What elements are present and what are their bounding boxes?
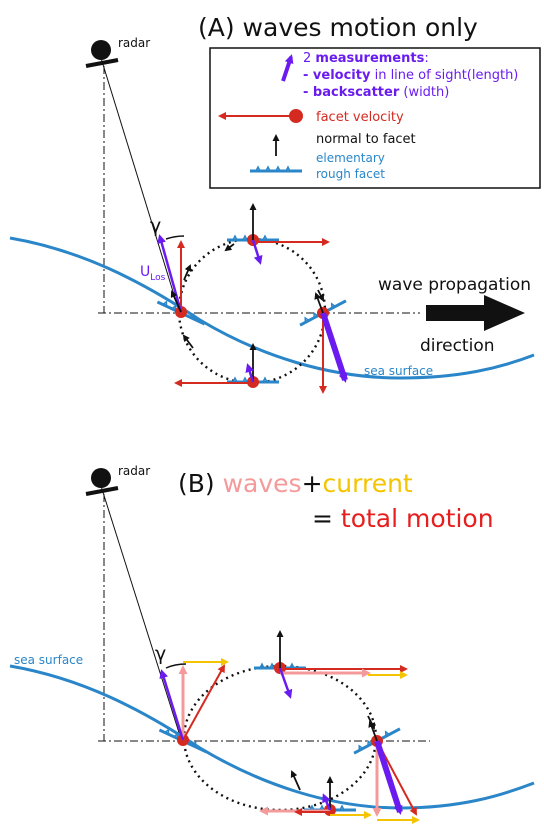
legend-normal-label: normal to facet — [316, 132, 416, 147]
sea-surface-label-b: sea surface — [14, 653, 83, 667]
facet-b-left — [157, 658, 229, 754]
line-of-sight-b — [100, 485, 182, 740]
wave-propagation-label: wave propagation — [378, 275, 531, 295]
line-of-sight — [100, 57, 180, 312]
gamma-arc-b — [165, 663, 187, 669]
panel-b-title: (B) waves+current — [178, 469, 413, 498]
legend-measurement-arrow — [281, 54, 294, 82]
wave-direction-label: direction — [420, 336, 495, 356]
ulos-label: ULos — [140, 264, 166, 283]
orbit-arrow-bottom-left — [182, 334, 194, 349]
legend-backscatter-line: - backscatter (width) — [303, 85, 449, 100]
facet-top — [225, 203, 330, 265]
legend-velocity-line: - velocity in line of sight(length) — [303, 68, 518, 83]
radar-label-b: radar — [118, 464, 150, 478]
wave-propagation-arrow — [426, 295, 525, 331]
facet-b-top — [252, 630, 408, 699]
gamma-arc — [165, 235, 185, 240]
panel-b: (B) waves+current = total motion radar s… — [9, 464, 535, 824]
facet-bottom — [174, 343, 281, 388]
facet-left — [155, 234, 208, 326]
gamma-symbol: γ — [150, 215, 161, 237]
legend-box: 2 measurements: - velocity in line of si… — [209, 47, 541, 189]
facet-b-bottom — [259, 776, 372, 819]
panel-b-title-eq: = total motion — [312, 504, 494, 533]
panel-a-title: (A) waves motion only — [198, 13, 478, 42]
radar-icon — [85, 40, 119, 68]
facet-b-right — [350, 720, 420, 824]
orbit-arrow-top — [224, 243, 235, 252]
sea-surface-curve — [9, 236, 535, 380]
facet-right — [296, 292, 348, 394]
legend-measurements-line: 2 measurements: — [303, 51, 429, 66]
legend-facet-dot — [289, 109, 303, 123]
radar-icon-b — [85, 468, 119, 496]
sea-surface-curve-b — [9, 664, 535, 810]
legend-facet-line2: rough facet — [316, 167, 385, 181]
orbit-arrow-left — [183, 264, 192, 281]
panel-a: (A) waves motion only 2 measurements: - … — [9, 13, 541, 394]
radar-label: radar — [118, 36, 150, 50]
legend-facet-velocity-label: facet velocity — [316, 110, 404, 125]
orbit-arrow-b-bottom — [290, 770, 301, 791]
orbital-path — [177, 237, 327, 385]
legend-facet-line1: elementary — [316, 151, 385, 165]
sea-surface-label: sea surface — [364, 364, 433, 378]
gamma-symbol-b: γ — [155, 643, 166, 665]
